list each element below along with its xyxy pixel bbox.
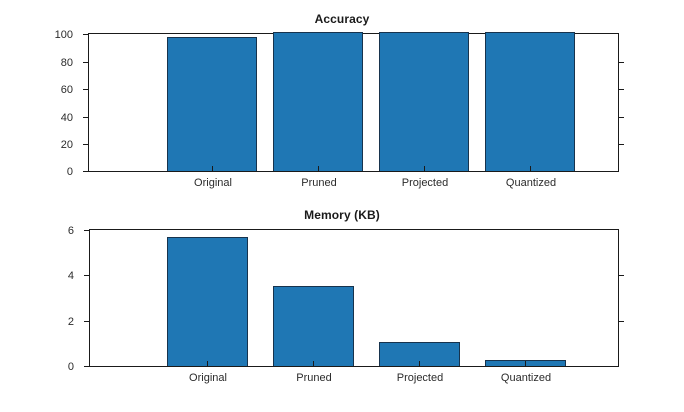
xtick-accuracy-projected: Projected <box>402 166 448 189</box>
plot-area-memory: 6 4 2 0 Original Pruned <box>68 225 624 384</box>
xtick-label-memory-quantized: Quantized <box>500 372 552 384</box>
ytick-accuracy-60: 60 <box>61 84 89 96</box>
ytick-label-memory-2: 2 <box>67 315 74 328</box>
ytick-label-accuracy-60: 60 <box>60 84 73 97</box>
ytick-accuracy-100: 100 <box>55 29 89 41</box>
ytick-accuracy-0: 0 <box>67 166 89 178</box>
bar-memory-original <box>167 237 248 366</box>
ytick-memory-4: 4 <box>68 270 90 282</box>
bar-accuracy-projected <box>379 32 469 171</box>
bar-accuracy-quantized <box>485 32 575 171</box>
ytick-label-memory-0: 0 <box>67 361 74 373</box>
ytick-label-accuracy-40: 40 <box>60 111 73 124</box>
ytick-label-memory-4: 4 <box>67 270 74 283</box>
plot-area-accuracy: 100 80 60 40 20 0 <box>55 29 624 189</box>
xtick-label-accuracy-projected: Projected <box>401 177 449 189</box>
panel-memory: Memory (KB) 6 4 2 0 <box>0 200 684 412</box>
ytick-memory-6: 6 <box>68 225 90 237</box>
chart-title-memory: Memory (KB) <box>304 208 380 222</box>
ytick-accuracy-20: 20 <box>61 139 89 151</box>
xtick-accuracy-quantized: Quantized <box>506 166 556 189</box>
chart-title-accuracy: Accuracy <box>314 12 370 26</box>
bar-accuracy-pruned <box>273 32 363 171</box>
xtick-memory-projected: Projected <box>397 361 443 384</box>
panel-accuracy: Accuracy 100 80 60 40 20 0 <box>0 0 684 200</box>
ytick-memory-2: 2 <box>68 316 90 328</box>
ytick-label-accuracy-100: 100 <box>54 29 73 41</box>
ytick-right-memory-4 <box>618 275 624 277</box>
xtick-accuracy-pruned: Pruned <box>301 166 337 189</box>
ytick-memory-0: 0 <box>68 361 90 373</box>
ytick-right-memory-2 <box>618 320 624 322</box>
xtick-label-memory-original: Original <box>189 372 227 384</box>
ytick-label-accuracy-20: 20 <box>60 139 73 152</box>
ytick-accuracy-80: 80 <box>61 57 89 69</box>
xtick-memory-pruned: Pruned <box>296 361 332 384</box>
xtick-accuracy-original: Original <box>194 166 232 189</box>
ytick-label-memory-6: 6 <box>67 225 74 237</box>
ytick-right-accuracy-80 <box>618 61 624 63</box>
ytick-label-accuracy-80: 80 <box>60 56 73 69</box>
ytick-right-accuracy-60 <box>618 89 624 91</box>
xtick-label-accuracy-quantized: Quantized <box>505 177 557 189</box>
xtick-label-accuracy-original: Original <box>194 177 232 189</box>
ytick-label-accuracy-0: 0 <box>66 166 73 178</box>
xtick-label-memory-pruned: Pruned <box>296 372 332 384</box>
bar-memory-pruned <box>273 285 354 366</box>
xtick-memory-quantized: Quantized <box>501 361 551 384</box>
ytick-accuracy-40: 40 <box>61 112 89 124</box>
ytick-right-accuracy-20 <box>618 144 624 146</box>
xtick-label-accuracy-pruned: Pruned <box>301 177 337 189</box>
bar-accuracy-original <box>167 36 257 171</box>
xtick-label-memory-projected: Projected <box>396 372 444 384</box>
xtick-memory-original: Original <box>189 361 227 384</box>
ytick-right-accuracy-40 <box>618 116 624 118</box>
